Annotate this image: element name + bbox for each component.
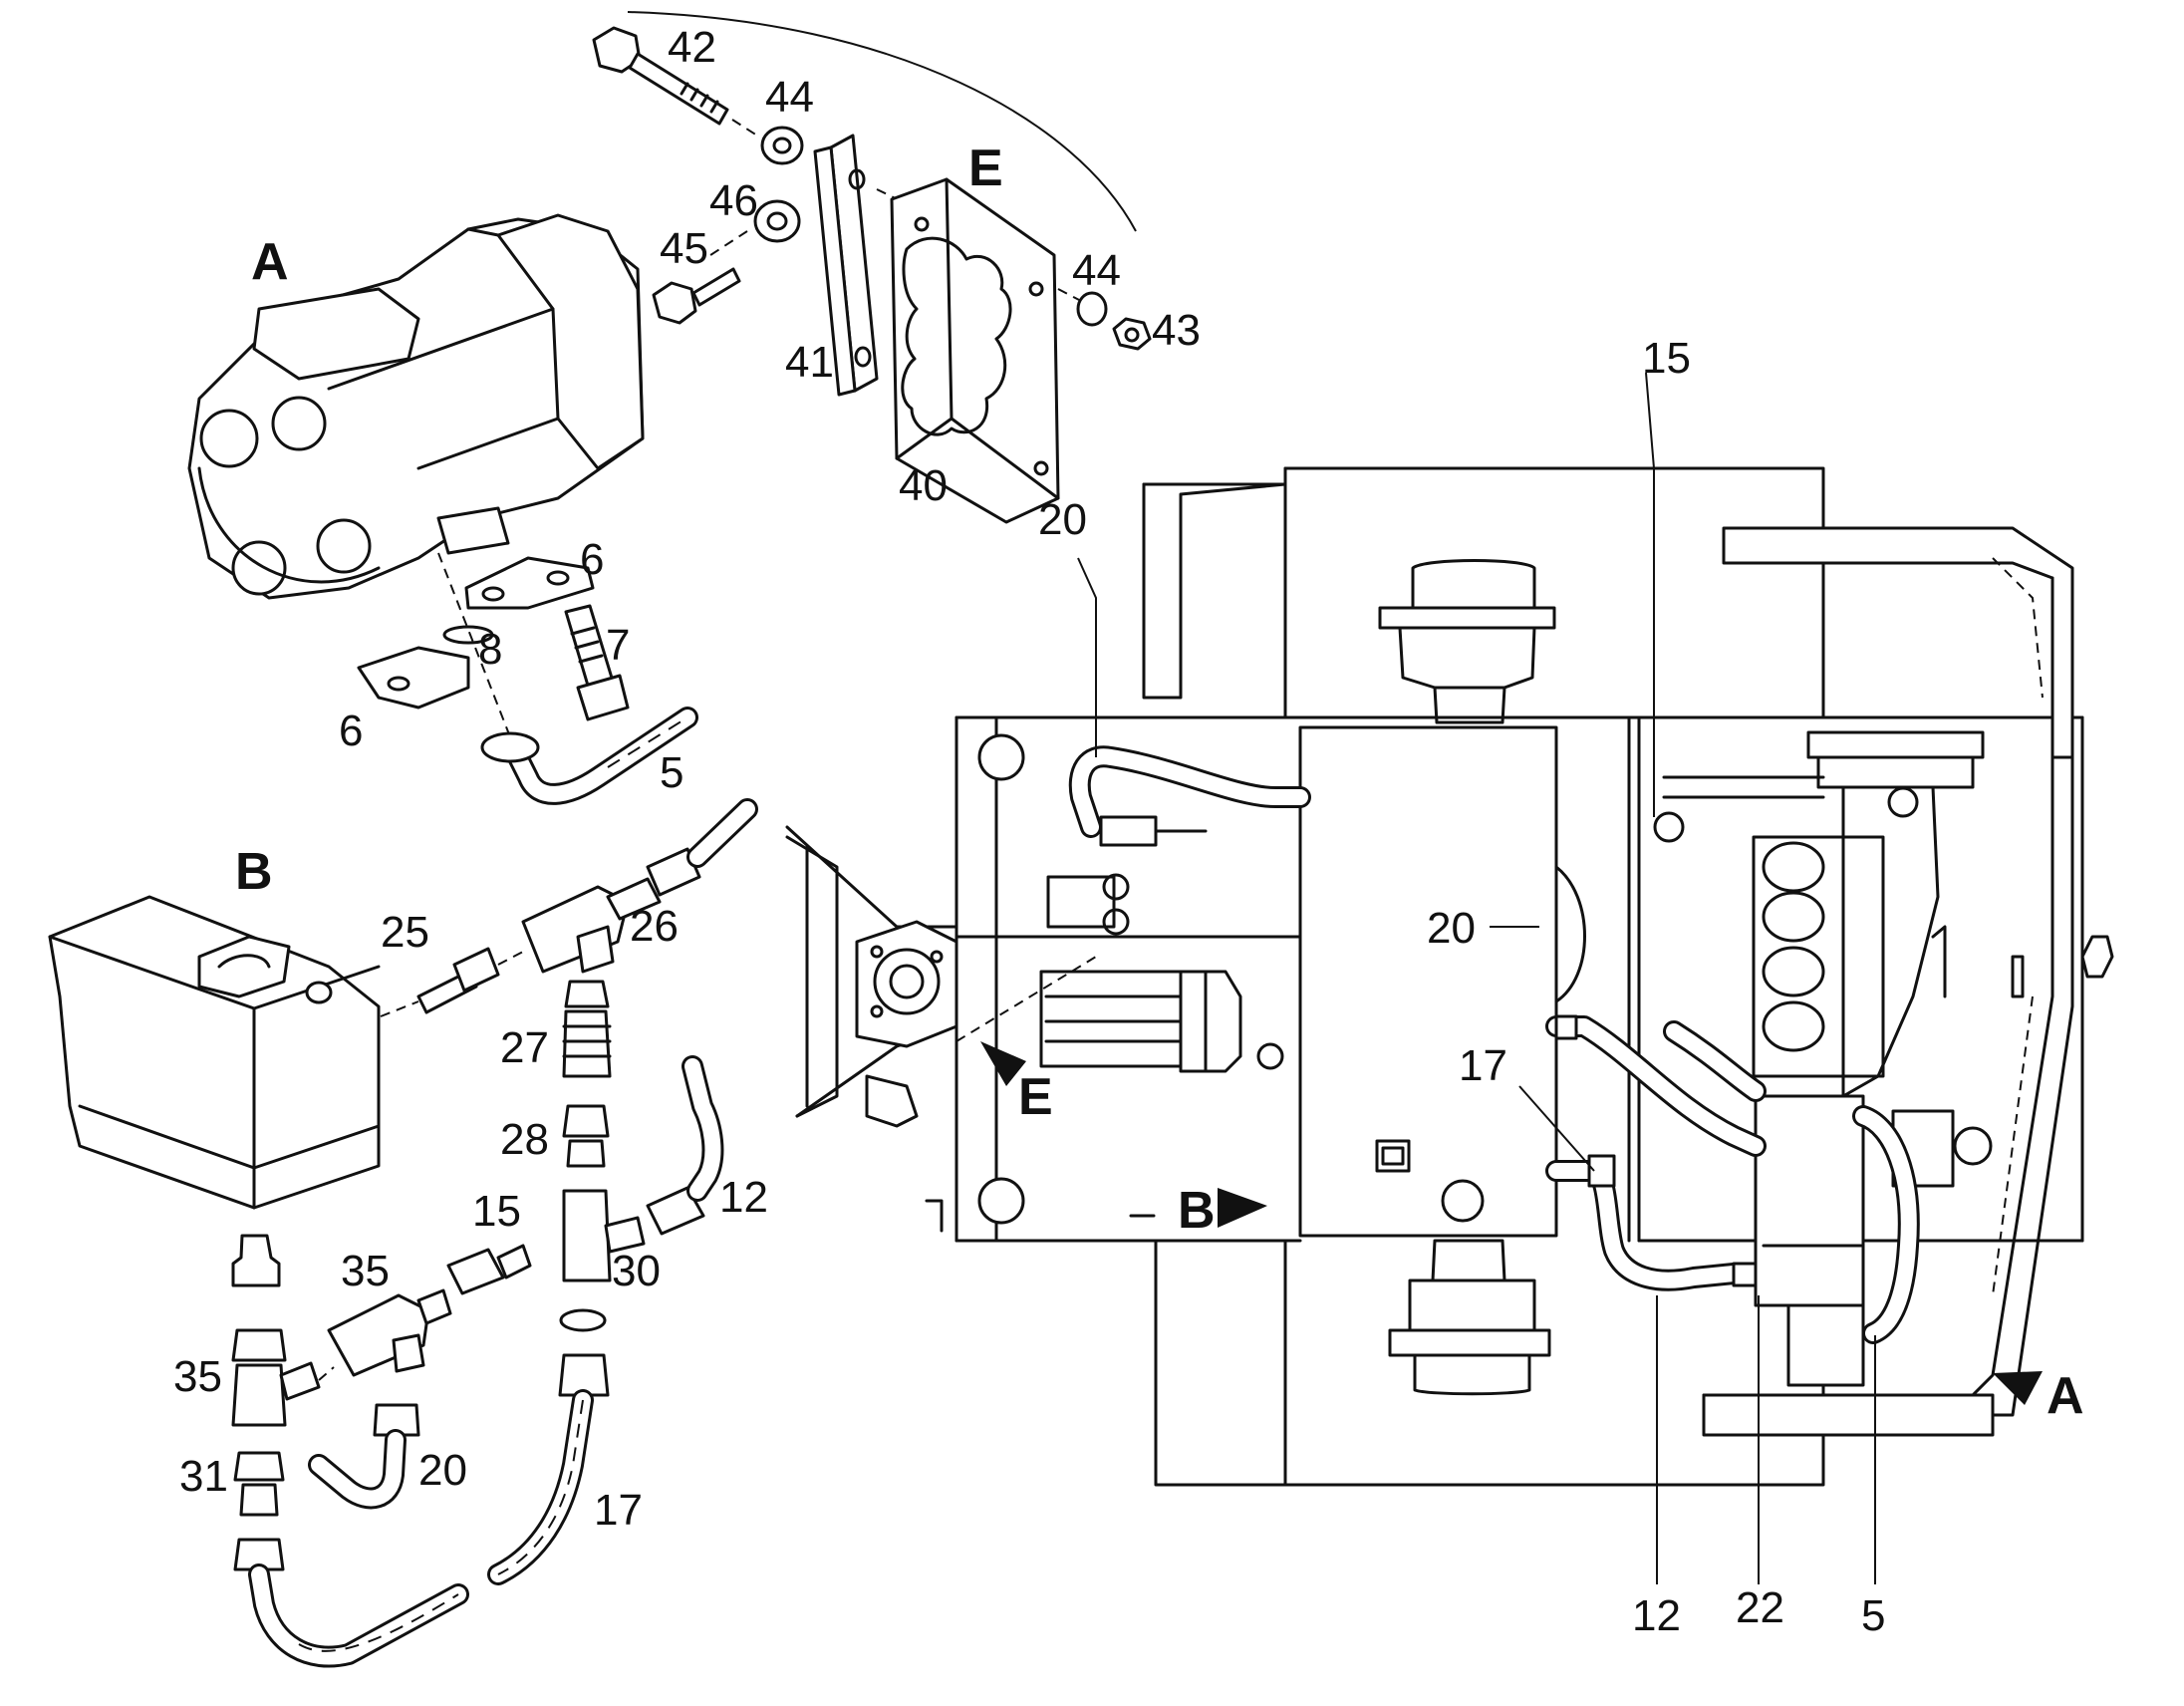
fitting-31 — [233, 1451, 285, 1517]
view-arrow-e-label: E — [1018, 1068, 1053, 1126]
flange-half-6-lower — [357, 646, 470, 710]
callout-20: 20 — [418, 1446, 467, 1495]
detail-a-pump-group — [187, 213, 698, 805]
left-pump-section — [1039, 873, 1284, 1073]
callout-44: 44 — [765, 73, 814, 122]
callout-35-upper: 35 — [341, 1247, 390, 1295]
nut-43 — [1112, 317, 1152, 351]
o-ring-8 — [442, 625, 494, 645]
detail-e-bracket-group — [592, 11, 1152, 524]
tee-26 — [521, 877, 662, 974]
hose-end-15 — [446, 1244, 532, 1295]
callout-43: 43 — [1152, 306, 1201, 355]
callout-labels: 42 44 46 45 E 44 43 41 40 6 8 7 6 5 25 2… — [173, 23, 1885, 1640]
view-arrow-e: E — [980, 1041, 1053, 1126]
view-direction-arrow-icon — [1218, 1188, 1267, 1228]
screw-7 — [564, 604, 630, 721]
callout-35-lower: 35 — [173, 1352, 222, 1401]
callout-40: 40 — [899, 461, 948, 510]
callout-45: 45 — [660, 224, 708, 273]
bolt-45 — [652, 267, 741, 325]
callout-31: 31 — [179, 1452, 228, 1501]
tee-35-lower — [231, 1328, 321, 1427]
bolt-42 — [592, 26, 729, 126]
motor-top — [1378, 559, 1556, 724]
view-arrow-b-label: B — [1178, 1182, 1216, 1240]
callout-26: 26 — [630, 902, 679, 951]
fitting-28 — [562, 1104, 610, 1168]
callout-44-right: 44 — [1072, 246, 1121, 295]
callout-41: 41 — [785, 338, 834, 387]
callout-46: 46 — [709, 176, 758, 225]
section-label-b: B — [235, 843, 273, 901]
view-direction-arrow-icon — [980, 1041, 1026, 1086]
section-label-a: A — [251, 233, 289, 291]
hose-12-machine — [1545, 1154, 1758, 1291]
callout-8: 8 — [478, 625, 502, 674]
elbow-hose-5 — [480, 707, 698, 805]
callout-17: 17 — [594, 1486, 643, 1535]
callout-12-machine: 12 — [1632, 1591, 1681, 1640]
fitting-25 — [416, 947, 500, 1014]
callout-e: E — [968, 140, 1003, 197]
washer-44-top — [760, 126, 804, 165]
machine-assembly-view — [785, 372, 2114, 1584]
flange-half-6-upper — [464, 556, 595, 610]
hose-bottom-detail — [233, 1538, 469, 1668]
callout-22-machine: 22 — [1736, 1583, 1784, 1632]
fitting-27 — [562, 980, 612, 1078]
callout-7: 7 — [606, 621, 630, 670]
callout-25: 25 — [381, 908, 429, 957]
callout-27: 27 — [500, 1023, 549, 1072]
washer-46 — [753, 199, 801, 243]
detail-b-tank-group — [48, 798, 758, 1668]
view-direction-arrow-icon — [1993, 1371, 2043, 1405]
callout-30: 30 — [612, 1247, 661, 1295]
hose-22-machine — [1663, 1020, 1767, 1102]
callout-15: 15 — [472, 1187, 521, 1236]
callout-28: 28 — [500, 1115, 549, 1164]
bracket-strip-41 — [813, 134, 879, 397]
right-mechanism — [1653, 730, 1993, 1188]
washer-44-right — [1076, 291, 1108, 327]
hose-5-machine — [1852, 1105, 1920, 1344]
view-arrow-b: B — [1129, 1182, 1267, 1240]
callout-17-machine: 17 — [1459, 1041, 1507, 1090]
callout-5: 5 — [660, 748, 683, 797]
oil-tank-icon — [48, 895, 381, 1210]
hose-20-machine — [1068, 745, 1311, 847]
center-tank-block — [1298, 725, 1586, 1238]
hydraulic-pump-icon — [187, 213, 645, 600]
view-arrow-a: A — [1993, 1367, 2084, 1425]
hose-12-detail — [646, 1055, 724, 1236]
hose-17-detail — [487, 1353, 610, 1585]
callout-5-machine: 5 — [1861, 1591, 1885, 1640]
callout-42: 42 — [668, 23, 716, 72]
callout-20-machine-top: 20 — [1038, 495, 1087, 544]
tee-30 — [559, 1189, 646, 1332]
tee-35-upper — [327, 1288, 452, 1377]
callout-20-machine: 20 — [1427, 904, 1476, 953]
callout-12: 12 — [719, 1173, 768, 1222]
mounting-plate-40 — [890, 177, 1060, 524]
left-mount-flange — [785, 825, 958, 1128]
callout-6-upper: 6 — [580, 535, 604, 584]
valve-block — [1754, 1094, 1865, 1387]
motor-bottom — [1388, 1239, 1551, 1396]
callout-15-machine: 15 — [1642, 334, 1691, 383]
callout-6-lower: 6 — [339, 707, 363, 755]
elbow-20-detail — [308, 1403, 420, 1510]
hose-17-machine — [1545, 1014, 1767, 1157]
view-arrow-a-label: A — [2047, 1367, 2084, 1425]
hose-end-top — [646, 798, 758, 897]
